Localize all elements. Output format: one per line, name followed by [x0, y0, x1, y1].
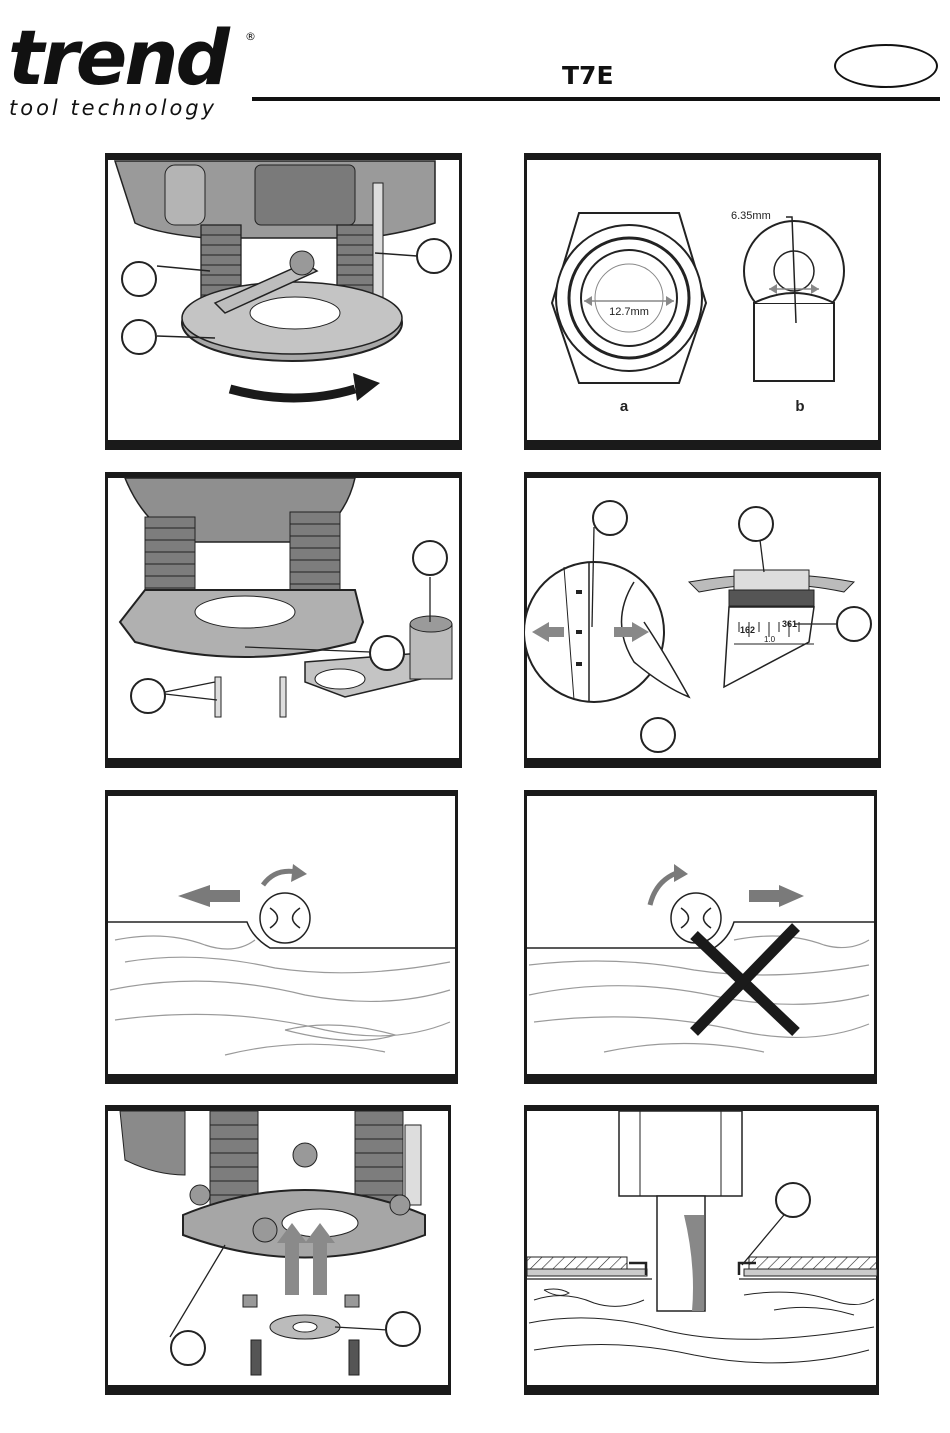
- figure-5-drawing: [105, 790, 458, 1084]
- sleeve-size: 6.35mm: [731, 210, 771, 222]
- label-b: b: [795, 398, 804, 415]
- scale-mark-left: 162: [740, 625, 755, 635]
- model-title: T7E: [562, 61, 614, 90]
- figure-2-drawing: 12.7mm a 6.35mm b: [524, 153, 881, 450]
- figure-2-collets: 12.7mm a 6.35mm b: [524, 153, 881, 450]
- figure-6-incorrect-feed: [524, 790, 877, 1084]
- figure-6-drawing: [524, 790, 877, 1084]
- label-a: a: [620, 398, 629, 415]
- language-badge: [834, 44, 938, 88]
- figure-4-depth-scale: 162 361 1.0: [524, 472, 881, 768]
- figure-7-drawing: [105, 1105, 451, 1395]
- figure-5-correct-feed: [105, 790, 458, 1084]
- header-rule: [252, 97, 940, 101]
- registered-mark: ®: [245, 30, 256, 43]
- figure-8-drawing: [524, 1105, 879, 1395]
- figure-1-drawing: [105, 153, 462, 450]
- brand-logo: trend: [8, 20, 227, 96]
- figure-8-guide-bush-section: [524, 1105, 879, 1395]
- collet-nut-size: 12.7mm: [609, 306, 649, 318]
- figure-4-drawing: 162 361 1.0: [524, 472, 881, 768]
- brand-tagline: tool technology: [9, 96, 217, 120]
- figure-7-guide-bush: [105, 1105, 451, 1395]
- figure-3-drawing: [105, 472, 462, 768]
- figure-3-dust-spout: [105, 472, 462, 768]
- scale-mark-mid: 1.0: [764, 635, 776, 644]
- figure-1-base-wrench: [105, 153, 462, 450]
